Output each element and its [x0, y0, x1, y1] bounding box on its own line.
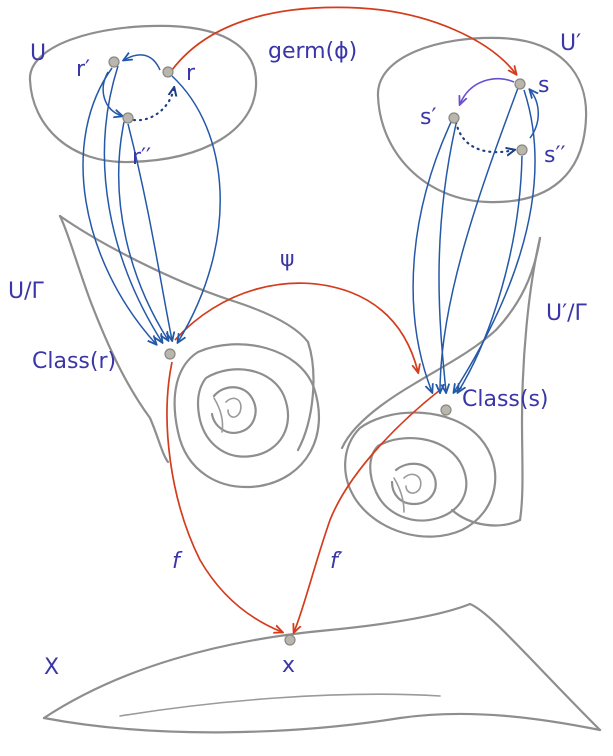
germ-phi-arrow	[171, 6, 516, 74]
s-to-s-prime-arrow	[460, 77, 515, 104]
r-prime-to-r-double-prime-arrow	[102, 71, 122, 116]
projection-arrows-right	[412, 87, 536, 392]
point-s-prime	[448, 112, 460, 124]
label-U-prime-over-Gamma: U′/Γ	[546, 301, 588, 326]
label-psi: ψ	[280, 247, 295, 272]
label-x: x	[282, 653, 295, 678]
point-r	[162, 66, 174, 78]
point-r-double-prime	[122, 112, 134, 124]
label-germ-phi: germ(ϕ)	[268, 39, 357, 64]
orbifold-U-over-Gamma	[58, 214, 321, 489]
label-U-prime: U′	[560, 31, 581, 56]
label-s: s	[538, 73, 549, 98]
chart-U-prime-ellipse	[376, 36, 588, 204]
label-class-r: Class(r)	[32, 349, 116, 374]
orbifold-U-prime-over-Gamma	[340, 236, 542, 538]
projection-arrows-left	[82, 65, 221, 344]
f-arrow	[166, 361, 282, 632]
point-class-s	[440, 404, 452, 416]
label-f-prime: f′	[330, 549, 343, 574]
label-class-s: Class(s)	[462, 387, 549, 412]
point-r-prime	[108, 56, 120, 68]
chart-U-ellipse	[28, 24, 258, 164]
psi-arrow	[174, 282, 418, 372]
label-r-double-prime: r′′	[132, 145, 151, 170]
point-x	[284, 634, 296, 646]
point-class-r	[164, 348, 176, 360]
label-U-over-Gamma: U/Γ	[8, 279, 45, 304]
r-double-prime-to-r-arrow	[132, 88, 174, 122]
label-U: U	[30, 41, 46, 66]
f-prime-arrow	[294, 389, 441, 632]
label-s-double-prime: s′′	[544, 143, 565, 168]
space-X-surface	[42, 602, 602, 734]
label-s-prime: s′	[420, 105, 436, 130]
label-r: r	[186, 61, 196, 86]
label-r-prime: r′	[76, 57, 90, 82]
label-X: X	[44, 655, 59, 680]
point-s	[514, 78, 526, 90]
s-prime-to-s-double-prime-arrow	[454, 120, 514, 152]
r-to-r-prime-arrow	[124, 55, 161, 71]
label-f: f	[172, 549, 183, 574]
s-double-prime-to-s-arrow	[530, 90, 539, 139]
point-s-double-prime	[516, 144, 528, 156]
